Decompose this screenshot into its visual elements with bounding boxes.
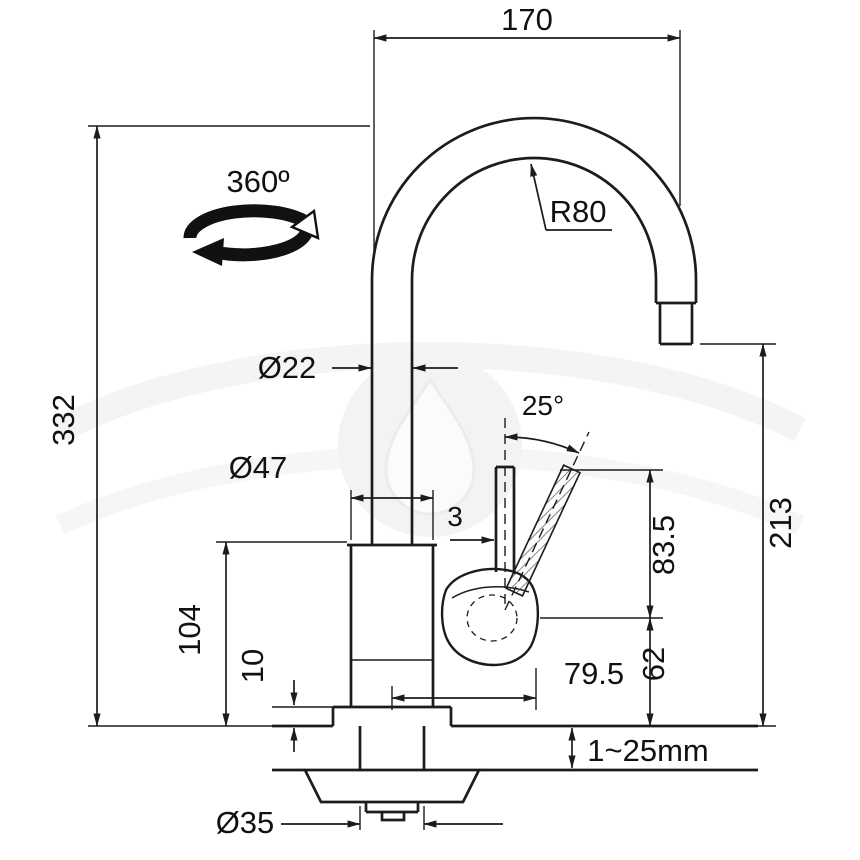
dim-spout-reach: 170 [501, 2, 553, 37]
dim-joint-height: 62 [636, 647, 671, 681]
rotation-symbol: 360º [183, 164, 320, 266]
centerline-tilted [504, 431, 590, 611]
dim-pipe-diameter: Ø22 [258, 350, 317, 385]
shank-end [364, 802, 420, 814]
dim-swivel-angle: 360º [226, 164, 289, 199]
dim-lever-offset: 3 [447, 501, 463, 532]
dim-hole-diameter: Ø35 [216, 805, 275, 840]
spout-inner-outline [410, 156, 658, 545]
dimension-annotations: 170 R80 Ø22 25° Ø47 3 332 104 10 [46, 2, 798, 840]
handle-ball-hidden [466, 594, 518, 642]
dim-outlet-height: 213 [763, 497, 798, 549]
body-outline [349, 545, 435, 707]
faucet-outline [272, 116, 758, 822]
mounting-washer [302, 768, 482, 804]
dim-deck-thickness: 1~25mm [587, 733, 708, 768]
watermark [53, 342, 807, 537]
outlet-tip [658, 303, 694, 346]
water-drop-icon [384, 377, 476, 516]
dim-lever-tilt: 25° [522, 390, 564, 421]
dim-base-height: 10 [235, 649, 270, 683]
handle-joint [440, 567, 539, 667]
dim-lever-zone-height: 83.5 [646, 515, 681, 575]
leader-line [530, 163, 547, 231]
threaded-stud [380, 812, 406, 822]
dim-total-height: 332 [46, 394, 81, 446]
dim-body-diameter: Ø47 [229, 450, 288, 485]
mounting-shank [358, 726, 426, 770]
rotation-arrow-open-icon [289, 208, 320, 240]
dim-lever-reach: 79.5 [564, 656, 624, 691]
spout-outer-outline [370, 116, 698, 545]
rotation-arrow-icon [192, 238, 224, 266]
angle-arc [504, 433, 580, 454]
dim-spout-radius: R80 [550, 194, 607, 229]
dim-body-height: 104 [172, 604, 207, 656]
